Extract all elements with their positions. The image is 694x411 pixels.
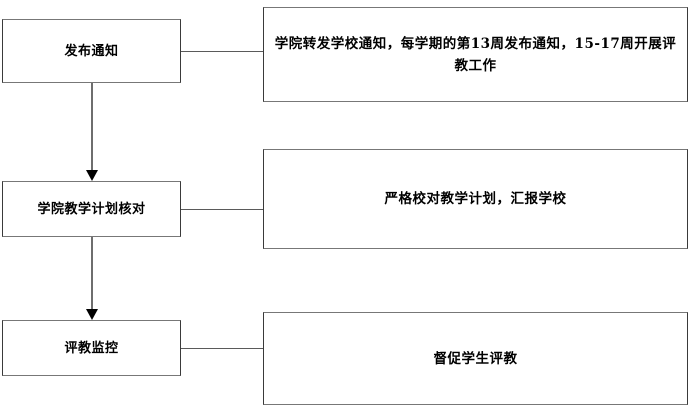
- arrow-head-icon: [86, 170, 98, 181]
- description-box-publish-notice[interactable]: 学院转发学校通知，每学期的第13周发布通知，15-17周开展评教工作: [263, 7, 688, 102]
- stage-box-evaluation-monitoring[interactable]: 评教监控: [2, 320, 181, 376]
- description-label: 学院转发学校通知，每学期的第13周发布通知，15-17周开展评教工作: [274, 35, 677, 74]
- arrow-head-icon: [86, 309, 98, 320]
- stage-label: 学院教学计划核对: [37, 201, 146, 217]
- stage-box-teaching-plan-check[interactable]: 学院教学计划核对: [2, 181, 181, 237]
- stage-box-publish-notice[interactable]: 发布通知: [2, 19, 181, 83]
- connector-stage-1-to-desc-1: [181, 209, 263, 210]
- description-label: 严格校对教学计划，汇报学校: [384, 191, 567, 207]
- arrow-shaft: [91, 83, 93, 171]
- description-box-evaluation-monitoring[interactable]: 督促学生评教: [263, 312, 688, 405]
- arrow-stage-0-to-stage-1: [85, 83, 99, 181]
- connector-stage-0-to-desc-0: [181, 51, 263, 52]
- arrow-stage-1-to-stage-2: [85, 237, 99, 320]
- connector-stage-2-to-desc-2: [181, 348, 263, 349]
- description-box-teaching-plan-check[interactable]: 严格校对教学计划，汇报学校: [263, 149, 688, 249]
- description-label: 督促学生评教: [433, 350, 518, 367]
- stage-label: 发布通知: [64, 43, 119, 59]
- arrow-shaft: [91, 237, 93, 310]
- stage-label: 评教监控: [64, 340, 119, 356]
